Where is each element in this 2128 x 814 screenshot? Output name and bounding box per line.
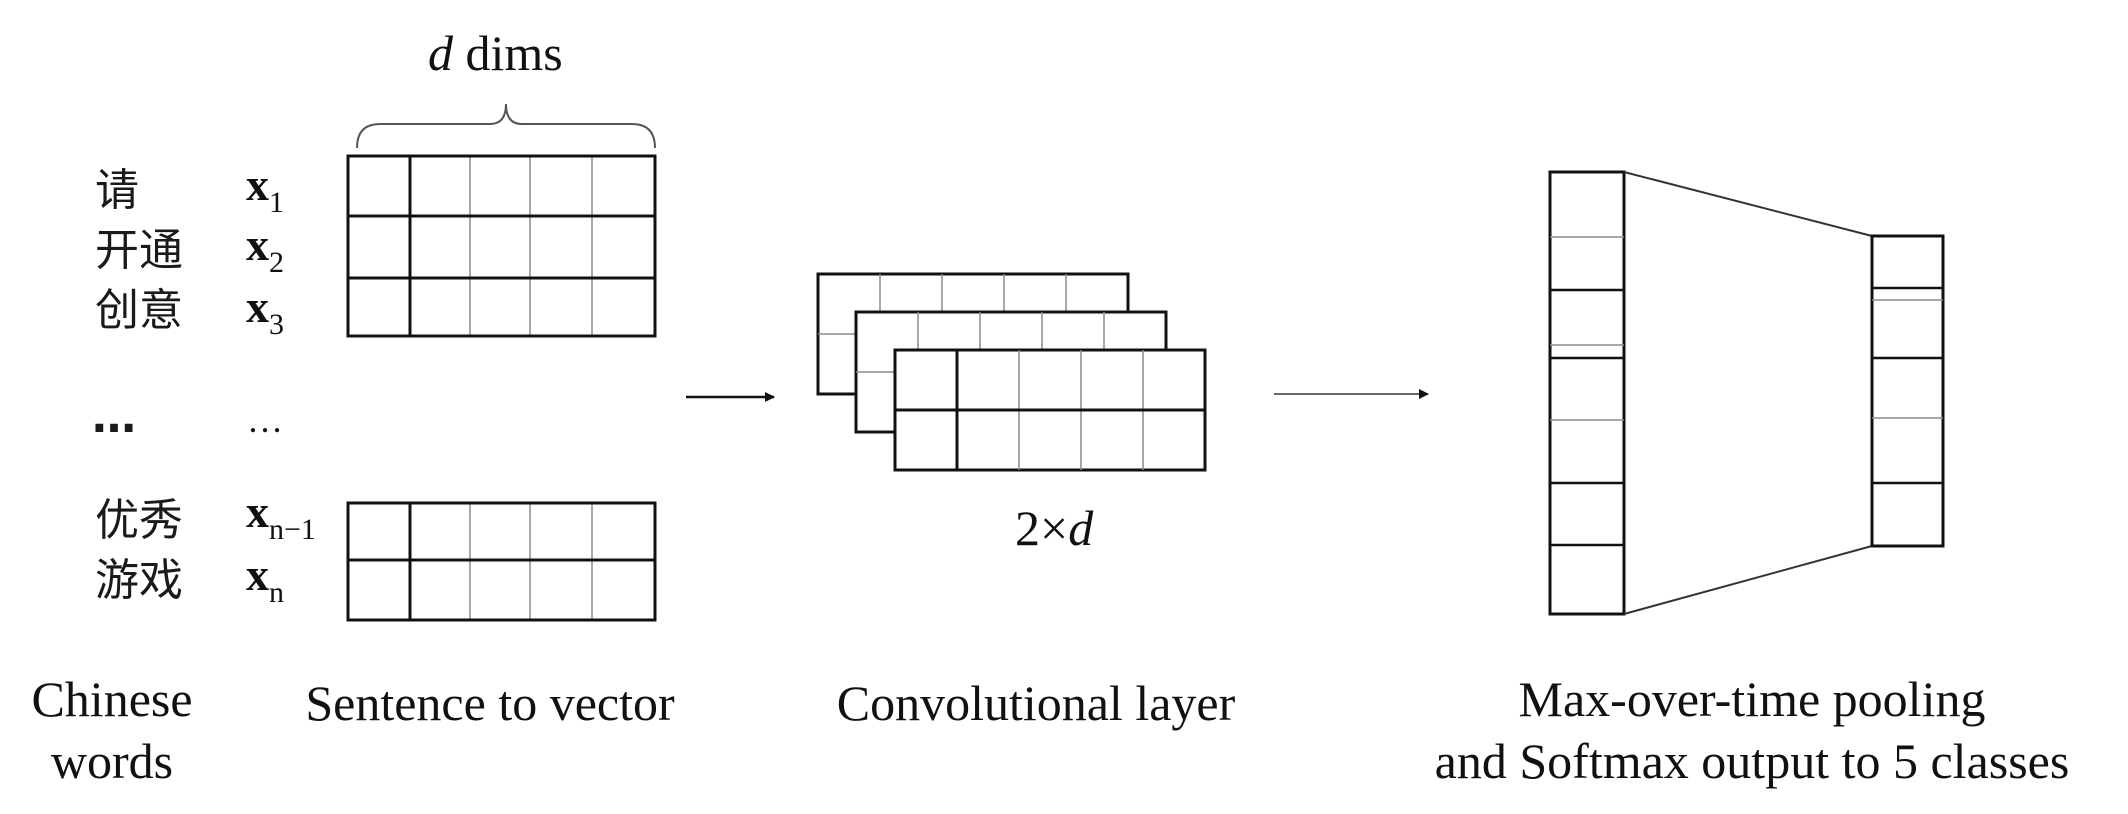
word-n-minus-1: 优秀 bbox=[95, 495, 183, 546]
connector-bottom bbox=[1623, 545, 1873, 615]
conv-feature-maps: 2×d bbox=[816, 272, 1207, 556]
vector-x-n-minus-1: xn−1 bbox=[246, 486, 316, 546]
vector-x-n: xn bbox=[246, 549, 284, 609]
chinese-word-list: 请 开通 创意 … 优秀 游戏 bbox=[92, 165, 183, 606]
label-pooling-line1: Max-over-time pooling bbox=[1519, 671, 1986, 727]
d-dims-annotation: d dims bbox=[356, 25, 656, 149]
label-convolutional-layer: Convolutional layer bbox=[837, 675, 1236, 731]
word-2: 开通 bbox=[95, 225, 183, 276]
vector-variable-list: x1 x2 x3 … xn−1 xn bbox=[246, 159, 316, 609]
feature-map-front bbox=[893, 348, 1207, 472]
word-n: 游戏 bbox=[95, 555, 183, 606]
vector-ellipsis: … bbox=[247, 400, 283, 440]
connector-top bbox=[1623, 171, 1873, 237]
sentence-matrix-top bbox=[346, 154, 657, 338]
vector-x2: x2 bbox=[246, 219, 284, 279]
sentence-matrix-bottom bbox=[346, 501, 657, 622]
d-dims-brace bbox=[356, 103, 656, 149]
label-chinese-words-line1: Chinese bbox=[31, 671, 192, 727]
vector-x3: x3 bbox=[246, 281, 284, 341]
word-1: 请 bbox=[95, 165, 139, 216]
softmax-output-column bbox=[1870, 234, 1945, 548]
word-3: 创意 bbox=[95, 285, 183, 336]
conv-size-label: 2×d bbox=[1015, 500, 1094, 556]
pooling-column bbox=[1548, 170, 1626, 616]
label-sentence-to-vector: Sentence to vector bbox=[305, 675, 675, 731]
word-ellipsis: … bbox=[92, 392, 136, 443]
d-dims-label: d dims bbox=[428, 25, 563, 81]
label-chinese-words-line2: words bbox=[51, 733, 173, 789]
vector-x1: x1 bbox=[246, 159, 284, 219]
label-pooling-line2: and Softmax output to 5 classes bbox=[1435, 733, 2070, 789]
